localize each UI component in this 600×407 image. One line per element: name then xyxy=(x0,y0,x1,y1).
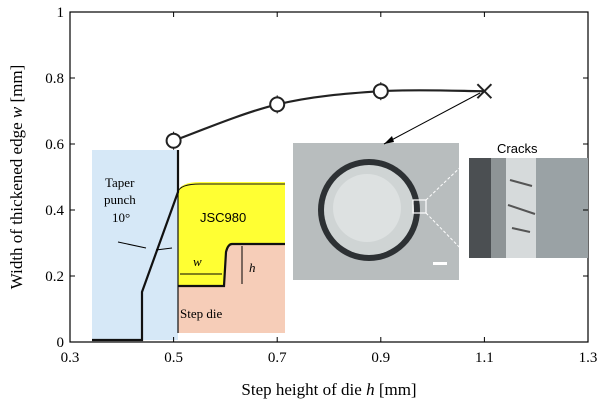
die-profile xyxy=(178,242,285,288)
cracks-photo-band-dark xyxy=(469,158,491,258)
cracks-photo-band-right xyxy=(536,158,588,258)
cracks-photo: Cracks xyxy=(469,141,588,258)
y-axis-label-var: w xyxy=(7,106,26,118)
taper-angle-label: 10° xyxy=(112,210,130,225)
schematic-inset: Taper punch 10° JSC980 w h Step die xyxy=(92,150,285,342)
x-tick-label: 0.5 xyxy=(164,350,183,366)
x-axis-label: Step height of die h [mm] xyxy=(241,380,416,399)
data-point-cross xyxy=(476,83,493,99)
pointer-arrow xyxy=(383,92,481,145)
scale-bar xyxy=(433,262,447,265)
photo-disk-center xyxy=(333,174,401,242)
step-die-label: Step die xyxy=(180,306,222,321)
x-tick-label: 1.1 xyxy=(475,350,494,366)
data-point xyxy=(165,132,182,149)
x-tick-label: 0.9 xyxy=(371,350,390,366)
pointer-arrowhead xyxy=(384,136,394,144)
taper-label-line2: punch xyxy=(104,192,136,207)
y-tick-label: 0.8 xyxy=(45,71,64,87)
angle-arrow-left xyxy=(117,241,147,249)
x-axis-label-var: h xyxy=(366,380,375,399)
x-tick-label: 0.3 xyxy=(61,350,80,366)
data-line xyxy=(173,89,485,142)
angle-arrow-right xyxy=(155,247,173,251)
photo-focus-box xyxy=(412,199,427,214)
punch-outline xyxy=(92,150,180,342)
x-tick-label: 1.3 xyxy=(579,350,598,366)
x-tick-label: 0.7 xyxy=(268,350,287,366)
material-top xyxy=(177,183,285,193)
h-label: h xyxy=(249,260,256,275)
y-tick-label: 0.2 xyxy=(45,269,64,285)
y-axis-label-unit: [mm] xyxy=(7,65,26,103)
y-tick-label: 0.6 xyxy=(45,137,64,153)
crack-lines xyxy=(507,179,536,233)
y-tick-label: 1 xyxy=(57,5,65,21)
x-ticks: 0.3 0.5 0.7 0.9 1.1 1.3 xyxy=(61,12,598,366)
w-label: w xyxy=(193,254,202,269)
cracks-label: Cracks xyxy=(497,141,538,156)
material-label: JSC980 xyxy=(200,210,246,225)
micrograph-photo xyxy=(293,143,470,280)
y-axis-label-text: Width of thickened edge xyxy=(7,122,26,289)
taper-punch-region xyxy=(92,150,178,340)
taper-label-line1: Taper xyxy=(105,175,135,190)
y-axis-label: Width of thickened edge w [mm] xyxy=(7,65,26,290)
y-ticks: 0 0.2 0.4 0.6 0.8 1 xyxy=(45,5,588,351)
material-region xyxy=(178,182,285,286)
y-tick-label: 0.4 xyxy=(45,203,64,219)
y-tick-label: 0 xyxy=(57,335,65,351)
data-point xyxy=(372,83,389,100)
x-axis-label-text: Step height of die xyxy=(241,380,361,399)
cracks-photo-band-light xyxy=(506,158,536,258)
step-die-region xyxy=(178,244,285,333)
data-marks xyxy=(165,82,493,150)
data-point xyxy=(269,96,286,113)
x-axis-label-unit: [mm] xyxy=(379,380,417,399)
zoom-line-bottom xyxy=(425,212,470,258)
